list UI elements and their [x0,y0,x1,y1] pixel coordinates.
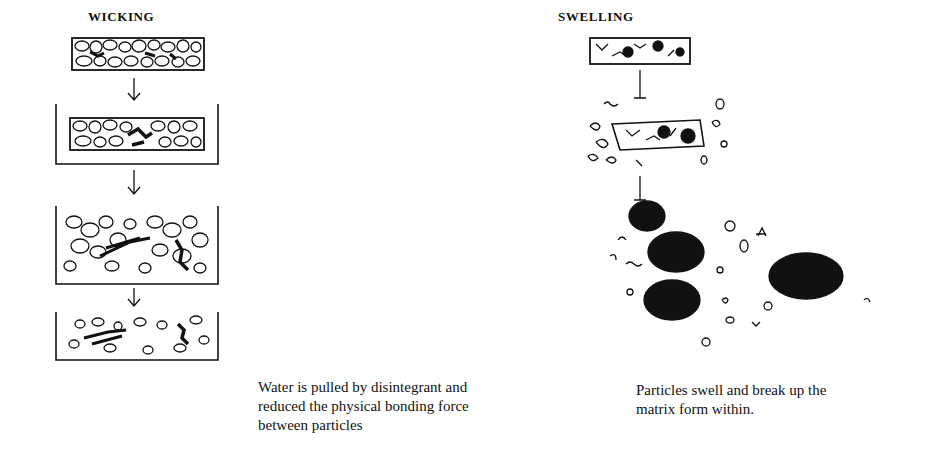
section-title: SWELLING [558,9,634,25]
caption-text: Water is pulled by disintegrant and redu… [258,378,476,434]
caption-text: Particles swell and break up the matrix … [636,381,848,419]
section-title: WICKING [88,9,154,25]
